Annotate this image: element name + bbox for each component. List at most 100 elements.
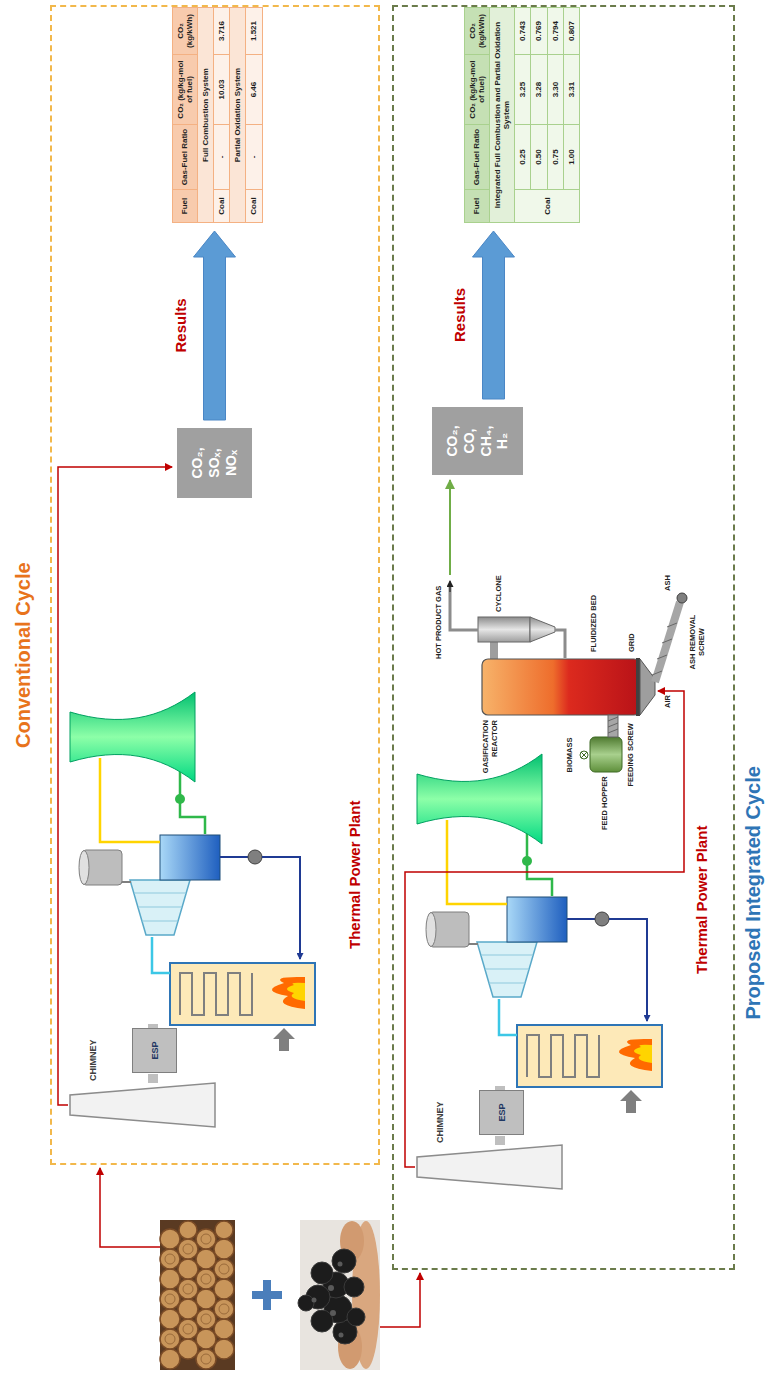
table-cell: Coal: [246, 189, 262, 222]
table-cell: Fuel: [173, 189, 198, 222]
part-label: FEEDING SCREW: [627, 723, 636, 786]
results-arrow: [194, 231, 236, 420]
cell-text: 1.00: [567, 149, 576, 165]
table-cell: Gas-Fuel Ratio: [465, 124, 490, 189]
region-title: Conventional Cycle: [12, 562, 35, 748]
box-text: CO₂, CO, CH₄, H₂: [444, 420, 511, 462]
cell-text: 3.28: [534, 82, 543, 98]
cycle-region: Proposed Integrated CycleESPCO₂, CO, CH₄…: [392, 5, 735, 1270]
part-label: AIR: [664, 695, 673, 708]
cell-text: Gas-Fuel Ratio: [180, 129, 189, 185]
cell-text: CO₂ (kg/kg-mol of fuel): [176, 57, 194, 122]
table-cell: CO₂ (kg/kg-mol of fuel): [465, 54, 490, 124]
table-cell: -: [246, 124, 262, 189]
cell-text: Fuel: [180, 198, 189, 214]
cell-text: 3.25: [518, 82, 527, 98]
cell-text: 0.743: [518, 21, 527, 41]
table-cell: Coal: [214, 189, 230, 222]
cell-text: Full Combustion System: [201, 68, 210, 162]
part-label: GASIFICATION REACTOR: [482, 720, 499, 780]
part-label: HOT PRODUCT GAS: [435, 586, 444, 659]
table-cell: 0.769: [531, 7, 547, 54]
cell-text: 3.716: [217, 21, 226, 41]
edge-label: Results: [172, 298, 189, 352]
cell-text: 1.521: [249, 21, 258, 41]
cell-text: Partial Oxidation System: [233, 68, 242, 162]
cell-text: Coal: [543, 197, 552, 214]
cell-text: Fuel: [472, 198, 481, 214]
part-label: BIOMASS: [566, 737, 575, 772]
table-cell: 3.30: [548, 54, 564, 124]
table-cell: Fuel: [465, 189, 490, 222]
table-cell: 0.743: [515, 7, 531, 54]
cell-text: Integrated Full Combustion and Partial O…: [493, 10, 511, 220]
cell-text: 10.03: [217, 79, 226, 99]
table-cell: 0.794: [548, 7, 564, 54]
cell-text: 0.769: [534, 21, 543, 41]
cell-text: 0.807: [567, 21, 576, 41]
cell-text: 3.30: [551, 82, 560, 98]
plant-title: Thermal Power Plant: [693, 826, 710, 974]
table-cell: 3.25: [515, 54, 531, 124]
table-cell: -: [214, 124, 230, 189]
table-cell: Coal: [515, 189, 580, 222]
table-cell: 3.716: [214, 7, 230, 54]
table-cell: 1.00: [564, 124, 580, 189]
coal-picture: [298, 1220, 380, 1370]
cell-text: 0.50: [534, 149, 543, 165]
cell-text: Coal: [217, 197, 226, 214]
edge-label: Results: [451, 288, 468, 342]
table-cell: Integrated Full Combustion and Partial O…: [490, 7, 515, 222]
cell-text: 6.46: [249, 82, 258, 98]
thermal-plant-illustration: [70, 692, 315, 1127]
results-table: Fuel Gas-Fuel Ratio CO₂ (kg/kg-mol of fuel…: [464, 7, 581, 223]
cycle-region: Conventional CycleESPCO₂, SOₓ, NOₓFuelGa…: [50, 5, 380, 1165]
box-text: ESP: [150, 1042, 160, 1060]
cell-text: Gas-Fuel Ratio: [472, 129, 481, 185]
cell-text: CO₂ (kg/kWh): [468, 10, 486, 52]
table-cell: 3.31: [564, 54, 580, 124]
table-cell: Partial Oxidation System: [230, 7, 246, 222]
table-cell: CO₂ (kg/kWh): [173, 7, 198, 54]
table-cell: 0.25: [515, 124, 531, 189]
table-cell: 0.807: [564, 7, 580, 54]
part-label: ASH REMOVAL SCREW: [689, 611, 706, 673]
box-text: CO₂, SOₓ, NOₓ: [189, 441, 239, 485]
table-cell: Full Combustion System: [198, 7, 214, 222]
results-table: Fuel Gas-Fuel Ratio CO₂ (kg/kg-mol of fuel…: [172, 7, 263, 223]
gas-box: CO₂, SOₓ, NOₓ: [177, 428, 252, 498]
cell-text: 0.794: [551, 21, 560, 41]
cell-text: -: [217, 156, 226, 159]
table-cell: CO₂ (kg/kWh): [465, 7, 490, 54]
results-arrow: [473, 231, 515, 399]
cell-text: 3.31: [567, 82, 576, 98]
cell-text: Coal: [249, 197, 258, 214]
table-cell: 3.28: [531, 54, 547, 124]
box-text: ESP: [497, 1104, 507, 1122]
table-cell: Gas-Fuel Ratio: [173, 124, 198, 189]
cell-text: -: [249, 156, 258, 159]
table-cell: 0.75: [548, 124, 564, 189]
thermal-plant-illustration: [417, 754, 662, 1189]
wood-logs-picture: [160, 1220, 235, 1370]
table-cell: CO₂ (kg/kg-mol of fuel): [173, 54, 198, 124]
table-cell: 0.50: [531, 124, 547, 189]
esp-box: ESP: [132, 1028, 177, 1073]
flow-lines: [58, 467, 684, 1327]
part-label: FEED HOPPER: [601, 776, 610, 830]
part-label: FLUIDIZED BED: [590, 595, 599, 652]
gas-box: CO₂, CO, CH₄, H₂: [432, 407, 523, 475]
cell-text: 0.25: [518, 149, 527, 165]
table-cell: 6.46: [246, 54, 262, 124]
cell-text: CO₂ (kg/kg-mol of fuel): [468, 57, 486, 122]
part-label: CYCLONE: [495, 575, 504, 612]
esp-box: ESP: [479, 1090, 524, 1135]
plus-sign: [252, 1280, 282, 1310]
cell-text: CO₂ (kg/kWh): [176, 10, 194, 52]
table-cell: 10.03: [214, 54, 230, 124]
part-label: ASH: [664, 575, 673, 591]
part-label: CHIMNEY: [435, 1101, 445, 1143]
